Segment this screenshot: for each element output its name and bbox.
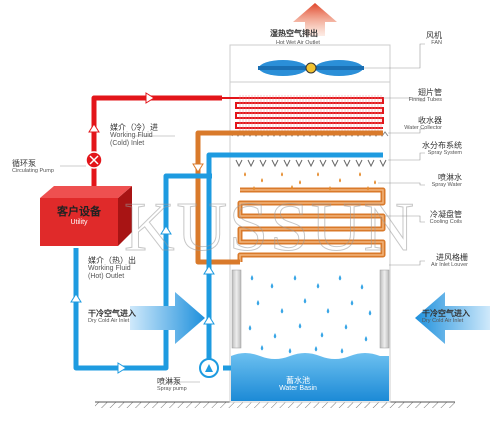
flow-arrow-icon (203, 315, 215, 325)
air-inlet-louver-label: 进风格栅 Air Inlet Louver (431, 253, 468, 269)
water-droplet (273, 333, 277, 339)
water-droplet (368, 310, 372, 316)
water-droplet (329, 186, 331, 191)
water-droplet (340, 348, 344, 354)
label-leader-lines (60, 43, 425, 383)
water-droplet (244, 172, 246, 177)
cold-fluid-pipe (73, 152, 383, 371)
spray-nozzle (379, 159, 387, 168)
water-droplet (344, 324, 348, 330)
fan-label: 风机 FAN (426, 31, 442, 47)
water-droplet (360, 284, 364, 290)
spray-pump-icon (199, 358, 219, 378)
water-droplet (314, 346, 318, 352)
watermark: KUSSUN (124, 189, 416, 266)
spray-nozzle (235, 159, 243, 168)
spray-pump-label: 喷淋泵 Spray pump (157, 377, 187, 393)
flow-arrows (70, 92, 215, 374)
dry-cold-air-inlet-arrow-right (415, 292, 490, 344)
ground (95, 401, 455, 408)
spray-system (235, 159, 387, 168)
spray-nozzle (367, 159, 375, 168)
water-droplet (281, 172, 283, 177)
circulating-pump-icon (85, 151, 103, 169)
water-collector-label: 收水器 Water Collector (404, 116, 442, 132)
water-droplet (298, 323, 302, 329)
circulating-pump-label: 循环泵 Circulating Pump (12, 159, 54, 175)
spray-nozzle (343, 159, 351, 168)
water-droplet (339, 178, 341, 183)
finned-tubes-label: 翅片管 Finned Tubes (408, 88, 442, 104)
water-droplet (248, 325, 252, 331)
flow-arrow-icon (203, 265, 215, 275)
spray-system-label: 水分布系统 Spray System (422, 141, 462, 157)
air-inlet-left-label: 干冷空气进入 Dry Cold Air Inlet (88, 309, 136, 325)
water-droplet (293, 275, 297, 281)
flow-arrow-icon (88, 123, 100, 133)
cooling-coils-label: 冷凝盘管 Cooling Coils (429, 210, 462, 226)
water-droplet (291, 185, 293, 190)
spray-nozzle (271, 159, 279, 168)
working-fluid-cold-inlet-label: 媒介（冷）进 Working Fluid (Cold) Inlet (110, 123, 158, 148)
flow-arrow-icon (160, 225, 172, 235)
spray-nozzle (247, 159, 255, 168)
water-droplet (364, 336, 368, 342)
air-inlet-right-label: 干冷空气进入 Dry Cold Air Inlet (422, 309, 470, 325)
working-fluid-hot-outlet-label: 媒介（热）出 Working Fluid (Hot) Outlet (88, 256, 136, 281)
spray-nozzle (283, 159, 291, 168)
water-droplet (374, 180, 376, 185)
air-inlet-louver-right (379, 269, 390, 349)
water-droplet (316, 283, 320, 289)
water-droplet (250, 275, 254, 281)
water-droplet (338, 275, 342, 281)
spray-nozzle (355, 159, 363, 168)
water-droplet (326, 308, 330, 314)
flow-arrow-icon (117, 362, 127, 374)
water-droplet (317, 172, 319, 177)
spray-water-droplets (244, 172, 376, 354)
water-droplet (261, 178, 263, 183)
water-droplet (253, 186, 255, 191)
water-droplet (367, 186, 369, 191)
spray-nozzle (319, 159, 327, 168)
tower-casing (229, 44, 391, 403)
water-droplet (303, 298, 307, 304)
water-droplet (280, 308, 284, 314)
finned-tubes (222, 97, 384, 129)
water-droplet (270, 283, 274, 289)
flow-arrow-icon (145, 92, 155, 104)
spray-nozzle (307, 159, 315, 168)
water-droplet (260, 345, 264, 351)
water-droplet (256, 300, 260, 306)
spray-nozzle (259, 159, 267, 168)
flow-arrow-icon (70, 293, 82, 303)
water-basin (231, 353, 389, 401)
dry-cold-air-inlet-arrow-left (130, 292, 205, 344)
water-basin-label: 蓄水池 Water Basin (279, 376, 317, 393)
coil-connector-pipe (195, 130, 383, 265)
utility-label: 客户设备 Utility (57, 206, 101, 226)
spray-water-label: 喷淋水 Spray Water (431, 173, 462, 189)
flow-arrow-icon (192, 163, 204, 173)
spray-nozzle (331, 159, 339, 168)
water-droplet (320, 332, 324, 338)
cooling-coils-inner (239, 189, 384, 262)
hot-air-outlet-label-cn: 湿热空气排出 (270, 29, 318, 38)
hot-air-outlet-label-en: Hot Wet Air Outlet (276, 40, 320, 46)
utility-box (40, 186, 132, 246)
hot-air-exhaust-arrow (293, 3, 337, 36)
finned-tubes-fins (239, 95, 382, 131)
water-droplet (350, 300, 354, 306)
air-inlet-louver-left (231, 269, 242, 349)
spray-nozzle (295, 159, 303, 168)
water-droplet (299, 180, 301, 185)
water-droplet (359, 172, 361, 177)
fan-icon (258, 60, 364, 76)
water-droplet (288, 348, 292, 354)
